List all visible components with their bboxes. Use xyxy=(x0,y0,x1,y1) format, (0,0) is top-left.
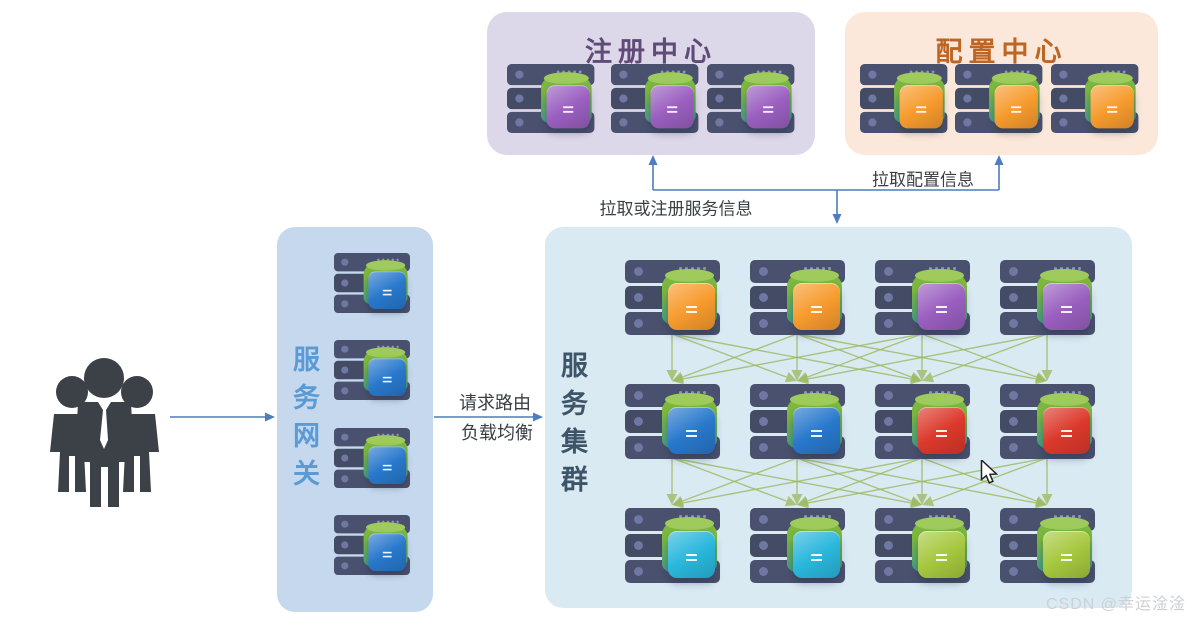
mouse-cursor-icon[interactable] xyxy=(980,460,998,484)
registry-center-box: 注册中心 xyxy=(487,12,815,155)
csdn-watermark: CSDN @幸运淦淦 xyxy=(1045,596,1186,613)
pull-config-label: 拉取配置信息 xyxy=(872,170,974,190)
request-route-label: 请求路由 xyxy=(459,393,531,413)
service-cluster-title: 服务集群 xyxy=(557,351,587,503)
service-gateway-title: 服务网关 xyxy=(289,345,319,497)
pull-register-label: 拉取或注册服务信息 xyxy=(599,199,753,219)
registry-center-title: 注册中心 xyxy=(585,37,717,67)
users-icon xyxy=(50,358,159,507)
service-cluster-box: 服务集群 xyxy=(545,227,1132,608)
service-gateway-box: 服务网关 xyxy=(277,227,433,612)
config-center-title: 配置中心 xyxy=(935,37,1068,67)
config-center-box: 配置中心 xyxy=(845,12,1158,155)
load-balance-label: 负载均衡 xyxy=(461,423,533,443)
